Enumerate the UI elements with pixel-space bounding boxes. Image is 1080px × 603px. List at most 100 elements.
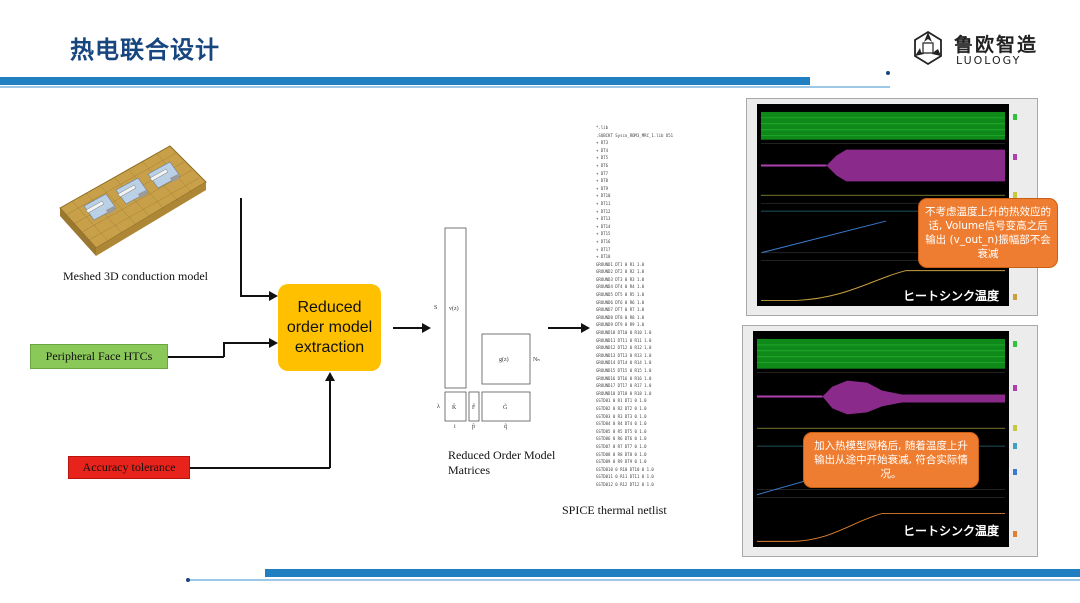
netlist-line: GROUND7 DT7 0 R7 1.0 — [596, 307, 645, 313]
matrices-caption-line1: Reduced Order Model — [448, 448, 556, 462]
netlist-line: + DT10 — [596, 193, 611, 199]
heatsink-label-top: ヒートシンク温度 — [903, 289, 1000, 303]
rom-extraction-box: Reduced order model extraction — [278, 284, 381, 371]
wire-accuracy-up — [329, 380, 331, 468]
simulation-screen-bottom: 加入热模型网格后, 随着温度上升输出从途中开始衰减, 符合实际情况。 ヒートシン… — [742, 325, 1038, 557]
arrow-matrices-to-netlist — [581, 323, 590, 333]
callout-top: 不考虑温度上升的热效应的话, Volume信号变高之后输出 (v_out_n)振… — [918, 198, 1058, 268]
netlist-line: GROUND1 DT1 0 R1 1.0 — [596, 261, 645, 267]
rom-matrices-figure: S v(z) g(z) Nₕ K̂ F̂ G̃ λ i p̂ q̃ — [434, 227, 540, 430]
netlist-line: + DT12 — [596, 208, 611, 214]
wire-model-right — [240, 295, 270, 297]
netlist-line: GSTD86 0 R6 DT6 0 1.0 — [596, 436, 647, 442]
matrix-label-gtilde: G̃ — [503, 403, 508, 411]
company-logo: 鲁欧智造 LUOLOGY — [910, 28, 1070, 72]
spice-netlist-text: *.lib .SUBCKT Sysco_ROM3_MRC_1.lib U51 + D… — [596, 124, 688, 494]
netlist-line: GROUND13 DT13 0 R13 1.0 — [596, 352, 652, 358]
netlist-line: + DT15 — [596, 231, 611, 237]
netlist-line: GROUND8 DT8 0 R8 1.0 — [596, 314, 645, 320]
netlist-line: + DT17 — [596, 246, 611, 252]
netlist-line: GSTD81 0 R1 DT1 0 1.0 — [596, 398, 647, 404]
header-band-dot — [886, 71, 890, 75]
matrix-label-lambda: λ — [437, 404, 440, 410]
netlist-line: + DT4 — [596, 147, 609, 153]
matrix-label-f: F̂ — [472, 404, 476, 411]
matrix-label-n: Nₕ — [533, 357, 540, 363]
matrix-label-g: g(z) — [499, 356, 509, 363]
netlist-line: + DT8 — [596, 178, 609, 184]
logo-mark-icon — [914, 30, 942, 66]
netlist-line: + DT18 — [596, 254, 611, 260]
netlist-line: GROUND5 DT5 0 R5 1.0 — [596, 292, 645, 298]
netlist-line: GROUND12 DT12 0 R12 1.0 — [596, 345, 652, 351]
waveform-plot-bottom — [753, 331, 1009, 548]
matrices-caption-line2: Matrices — [448, 463, 490, 477]
footer-band-dot — [186, 578, 190, 582]
wire-htc-up — [223, 342, 225, 357]
matrix-label-s: S — [434, 305, 437, 311]
arrow-htc-to-rom — [269, 338, 278, 348]
netlist-line: GROUND14 DT14 0 R14 1.0 — [596, 360, 652, 366]
netlist-line: + DT6 — [596, 162, 609, 168]
netlist-line: GROUND17 DT17 0 R17 1.0 — [596, 383, 652, 389]
netlist-line: GROUND10 DT10 0 R10 1.0 — [596, 330, 652, 336]
netlist-line: GROUND4 DT4 0 R4 1.0 — [596, 284, 645, 290]
footer-band-thin — [190, 579, 1080, 581]
heatsink-label-bottom: ヒートシンク温度 — [903, 524, 1000, 538]
netlist-line: *.lib — [596, 125, 609, 130]
simulation-screen-top: 不考虑温度上升的热效应的话, Volume信号变高之后输出 (v_out_n)振… — [746, 98, 1058, 316]
logo-english-name: LUOLOGY — [956, 54, 1022, 67]
wire-rom-out — [393, 327, 423, 329]
netlist-line: .SUBCKT Sysco_ROM3_MRC_1.lib U51 — [596, 132, 674, 138]
model-caption: Meshed 3D conduction model — [63, 269, 208, 283]
arrow-accuracy-to-rom — [325, 372, 335, 381]
netlist-line: GSTD89 0 R9 DT9 0 1.0 — [596, 459, 647, 465]
header-band — [0, 77, 810, 85]
netlist-line: GSTD88 0 R8 DT8 0 1.0 — [596, 451, 647, 457]
wire-matrices-out — [548, 327, 582, 329]
meshed-3d-model-image — [59, 145, 207, 256]
matrix-label-k: K̂ — [452, 404, 457, 411]
netlist-line: GSTD82 0 R2 DT2 0 1.0 — [596, 405, 647, 411]
netlist-line: + DT3 — [596, 140, 609, 146]
wire-htc-right-2 — [223, 342, 270, 344]
netlist-line: + DT9 — [596, 185, 609, 191]
netlist-line: GROUND9 DT9 0 R9 1.0 — [596, 322, 645, 328]
netlist-line: + DT16 — [596, 238, 611, 244]
netlist-line: GROUND6 DT6 0 R6 1.0 — [596, 299, 645, 305]
netlist-line: GROUND3 DT3 0 R3 1.0 — [596, 276, 645, 282]
wire-accuracy-right — [190, 467, 330, 469]
netlist-line: GSTD812 0 R12 DT12 0 1.0 — [596, 481, 654, 487]
netlist-line: GSTD85 0 R5 DT5 0 1.0 — [596, 428, 647, 434]
matrix-label-i: i — [454, 424, 456, 430]
arrow-model-to-rom — [269, 291, 278, 301]
arrow-rom-to-matrices — [422, 323, 431, 333]
netlist-line: GSTD84 0 R4 DT4 0 1.0 — [596, 421, 647, 427]
header-band-thin — [0, 86, 890, 88]
logo-chinese-name: 鲁欧智造 — [954, 34, 1039, 56]
footer-band — [265, 569, 1080, 577]
netlist-line: GSTD811 0 R11 DT11 0 1.0 — [596, 474, 654, 480]
wire-model-down — [240, 198, 242, 296]
netlist-line: + DT14 — [596, 223, 611, 229]
netlist-line: GROUND16 DT16 0 R16 1.0 — [596, 375, 652, 381]
page-title: 热电联合设计 — [70, 36, 220, 64]
netlist-line: GROUND2 DT2 0 R2 1.0 — [596, 269, 645, 275]
htc-input-box: Peripheral Face HTCs — [30, 344, 168, 369]
netlist-line: GROUND15 DT15 0 R15 1.0 — [596, 368, 652, 373]
netlist-line: GSTD87 0 R7 DT7 0 1.0 — [596, 443, 647, 449]
netlist-line: GROUND18 DT18 0 R18 1.0 — [596, 390, 652, 396]
accuracy-tolerance-box: Accuracy tolerance — [68, 456, 190, 479]
matrix-label-p: p̂ — [472, 424, 475, 430]
netlist-line: + DT13 — [596, 216, 611, 222]
netlist-line: GROUND11 DT11 0 R11 1.0 — [596, 337, 652, 343]
netlist-line: GSTD810 0 R10 DT10 0 1.0 — [596, 466, 654, 472]
netlist-line: + DT7 — [596, 170, 609, 176]
matrix-label-v: v(z) — [449, 305, 459, 312]
netlist-line: + DT11 — [596, 200, 611, 206]
netlist-line: + DT5 — [596, 155, 609, 161]
wire-htc-right — [168, 356, 224, 358]
matrix-label-q: q̃ — [504, 423, 507, 430]
netlist-caption: SPICE thermal netlist — [562, 503, 667, 517]
trace-legend-bottom — [1011, 331, 1035, 549]
